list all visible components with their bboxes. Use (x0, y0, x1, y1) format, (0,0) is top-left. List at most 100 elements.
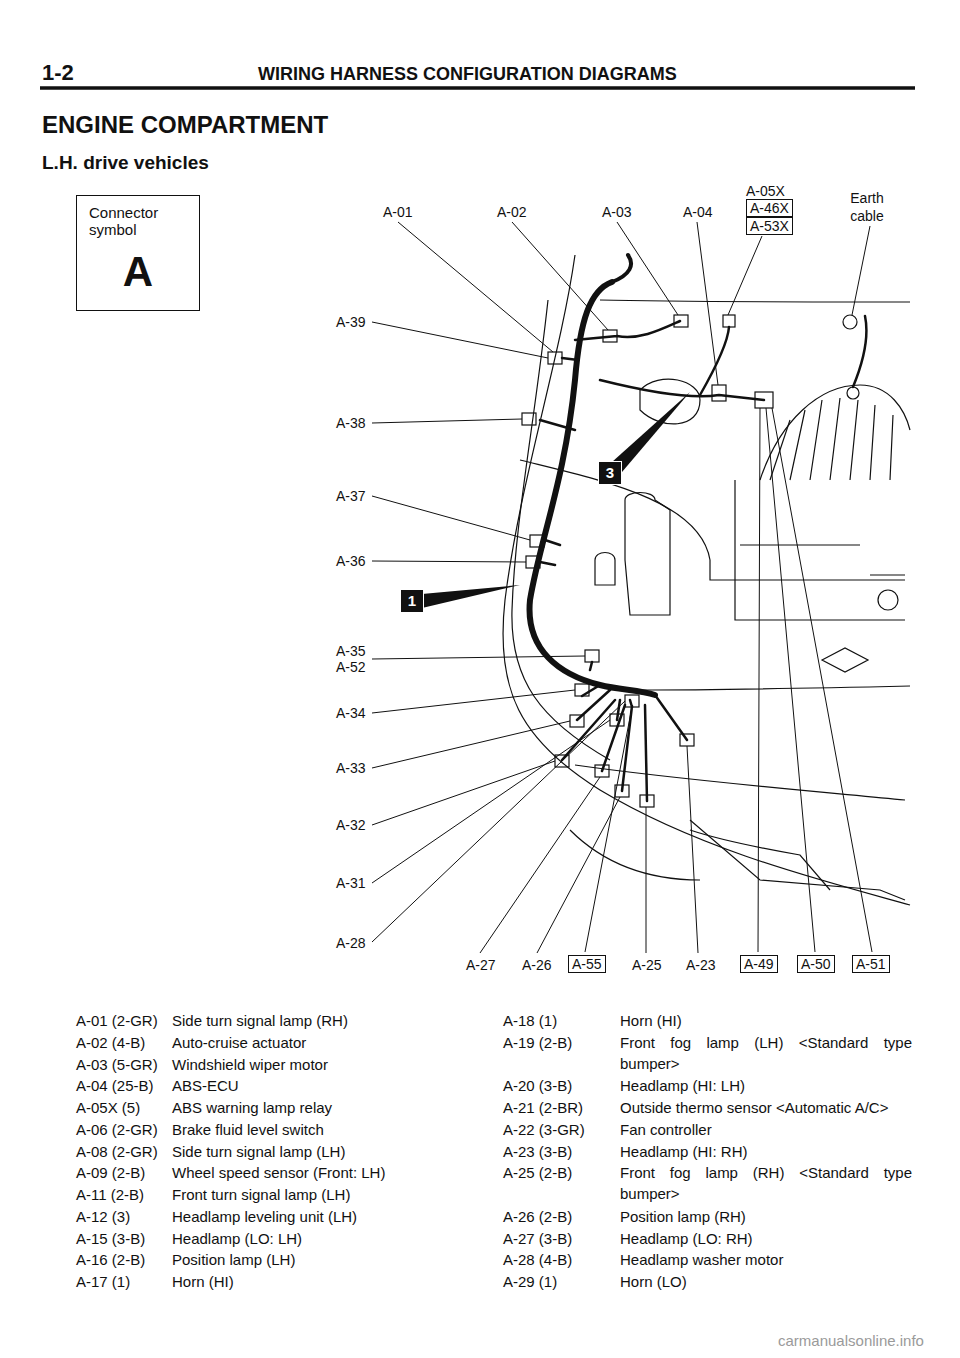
callout-pointer (422, 585, 520, 608)
cowl-line (600, 300, 910, 302)
connector-label: A-26 (522, 957, 552, 973)
table-connector-code: A-21 (2-BR) (503, 1097, 583, 1118)
connector-label: A-38 (336, 415, 366, 431)
table-connector-code: A-11 (2-B) (76, 1184, 144, 1205)
node-text: A-55 (572, 956, 602, 972)
table-connector-code: A-06 (2-GR) (76, 1119, 158, 1140)
callout-number: 1 (400, 589, 424, 613)
connector-box: A-51 (852, 955, 890, 973)
table-connector-code: A-15 (3-B) (76, 1228, 145, 1249)
table-connector-code: A-04 (25-B) (76, 1075, 154, 1096)
table-description: Outside thermo sensor <Automatic A/C> (620, 1097, 912, 1118)
harness-branches (540, 316, 866, 801)
earth-terminal (847, 387, 859, 399)
table-description: Position lamp (LH) (172, 1249, 472, 1270)
connector-label: A-34 (336, 705, 366, 721)
callout-pointer (612, 392, 690, 472)
earth-terminal (843, 315, 857, 329)
table-description: Brake fluid level switch (172, 1119, 472, 1140)
table-connector-code: A-02 (4-B) (76, 1032, 145, 1053)
page-heading: 1-2 (42, 60, 74, 86)
node-text: A-51 (856, 956, 886, 972)
table-description: Windshield wiper motor (172, 1054, 472, 1075)
engine-pulley (878, 590, 898, 610)
table-description: Side turn signal lamp (RH) (172, 1010, 472, 1031)
table-description: Side turn signal lamp (LH) (172, 1141, 472, 1162)
watermark: carmanualsonline.info (778, 1333, 924, 1349)
table-description: Headlamp (HI: LH) (620, 1075, 912, 1096)
table-connector-code: A-01 (2-GR) (76, 1010, 158, 1031)
connector-label: A-35 (336, 643, 366, 659)
table-description: Fan controller (620, 1119, 912, 1140)
connector-label: A-31 (336, 875, 366, 891)
connector-label: A-33 (336, 760, 366, 776)
table-description: Headlamp (LO: RH) (620, 1228, 912, 1249)
connector-label: A-28 (336, 935, 366, 951)
connector (585, 650, 599, 662)
table-description: Headlamp leveling unit (LH) (172, 1206, 472, 1227)
table-connector-code: A-23 (3-B) (503, 1141, 572, 1162)
connector-symbol-box: Connector symbolA (76, 195, 200, 311)
connector (723, 315, 735, 327)
connector-label: A-32 (336, 817, 366, 833)
page-heading: WIRING HARNESS CONFIGURATION DIAGRAMS (258, 63, 677, 85)
washer-reservoir (625, 493, 670, 616)
connector-label: A-02 (497, 204, 527, 220)
table-connector-code: A-12 (3) (76, 1206, 130, 1227)
connector-label: A-52 (336, 659, 366, 675)
table-connector-code: A-08 (2-GR) (76, 1141, 158, 1162)
table-description: Headlamp (HI: RH) (620, 1141, 912, 1162)
table-connector-code: A-05X (5) (76, 1097, 140, 1118)
part-name: Earth cable (842, 189, 892, 225)
table-connector-code: A-29 (1) (503, 1271, 557, 1292)
table-connector-code: A-28 (4-B) (503, 1249, 572, 1270)
connector-box: A-55 (568, 955, 606, 973)
engine-mount (822, 648, 868, 672)
table-connector-code: A-20 (3-B) (503, 1075, 572, 1096)
connector-label: A-03 (602, 204, 632, 220)
node-text: A-46X (750, 200, 789, 216)
connector (522, 413, 536, 425)
table-description: Horn (HI) (620, 1010, 912, 1031)
connector-box: A-49 (740, 955, 778, 973)
connector (712, 385, 726, 401)
wiper-motor-housing (640, 379, 700, 424)
table-connector-code: A-18 (1) (503, 1010, 557, 1031)
header-rule (40, 86, 915, 90)
table-connector-code: A-19 (2-B) (503, 1032, 572, 1053)
connector-label: A-27 (466, 957, 496, 973)
connector-label: A-25 (632, 957, 662, 973)
inner-fender (512, 300, 610, 760)
symbol-letter: A (77, 248, 199, 296)
connector-box: A-46X (746, 199, 793, 217)
brake-reservoir (595, 553, 615, 586)
connector-label: A-01 (383, 204, 413, 220)
intake-fins (770, 398, 893, 480)
table-description: Front fog lamp (RH) <Standard type bumpe… (620, 1162, 912, 1204)
engine-block (735, 480, 905, 620)
table-connector-code: A-25 (2-B) (503, 1162, 572, 1183)
callout-number: 3 (598, 461, 622, 485)
table-connector-code: A-03 (5-GR) (76, 1054, 158, 1075)
table-connector-code: A-22 (3-GR) (503, 1119, 585, 1140)
page-heading: L.H. drive vehicles (42, 151, 209, 174)
connector-label: A-04 (683, 204, 713, 220)
table-description: Front turn signal lamp (LH) (172, 1184, 472, 1205)
table-description: Headlamp (LO: LH) (172, 1228, 472, 1249)
connector-label: A-05X (746, 183, 785, 199)
page-title: ENGINE COMPARTMENT (42, 111, 328, 139)
node-text: A-50 (801, 956, 831, 972)
connector-label: A-23 (686, 957, 716, 973)
table-connector-code: A-26 (2-B) (503, 1206, 572, 1227)
table-description: Headlamp washer motor (620, 1249, 912, 1270)
symbol-caption: Connector symbol (77, 196, 189, 238)
strut-line (520, 460, 905, 580)
table-description: Horn (LO) (620, 1271, 912, 1292)
table-description: Wheel speed sensor (Front: LH) (172, 1162, 472, 1183)
table-connector-code: A-27 (3-B) (503, 1228, 572, 1249)
radiator-support (640, 686, 910, 690)
table-description: Auto-cruise actuator (172, 1032, 472, 1053)
bumper-lower (690, 820, 905, 900)
leader-lines (372, 222, 872, 953)
